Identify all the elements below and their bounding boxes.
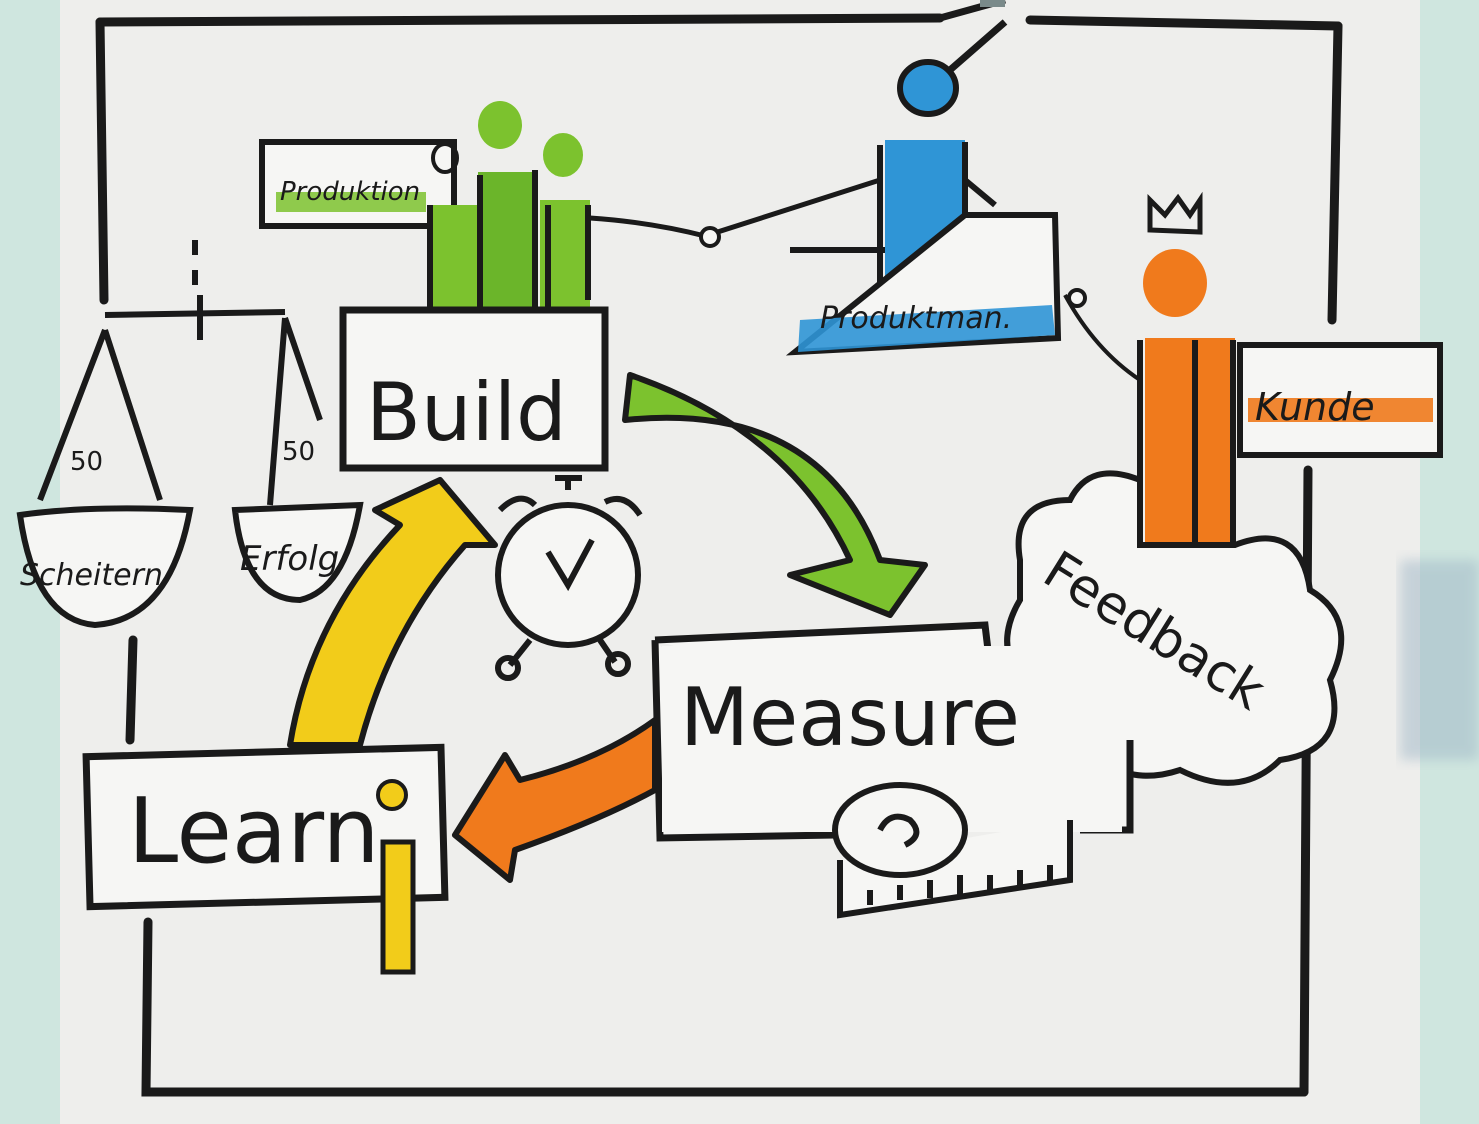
blue-light-glow	[1400, 560, 1479, 760]
left-pan-weight: 50	[70, 447, 103, 477]
measure-label: Measure	[680, 671, 1020, 764]
learn-to-build-arrow	[287, 477, 498, 748]
build-to-measure-arrow	[622, 372, 928, 618]
learn-box: Learn	[82, 743, 449, 911]
right-pan-weight: 50	[282, 437, 315, 467]
customer-icon	[1137, 191, 1236, 550]
build-label: Build	[366, 366, 567, 459]
scheitern-label: Scheitern	[20, 558, 163, 593]
tape-measure-icon	[832, 782, 1073, 919]
alarm-clock-icon	[495, 475, 643, 681]
magnifier-icon	[897, 19, 1008, 117]
kunde-box: Kunde	[1237, 342, 1443, 458]
produktman-box: Produktman.	[785, 212, 1062, 356]
production-team-icon	[427, 101, 591, 315]
kunde-label: Kunde	[1255, 385, 1375, 429]
erfolg-label: Erfolg	[240, 539, 339, 579]
produktman-label: Produktman.	[820, 301, 1012, 336]
learn-label: Learn	[128, 779, 380, 884]
produktion-label: Produktion	[280, 177, 420, 207]
connector-node-2	[1067, 288, 1087, 308]
balance-scale-icon	[16, 240, 364, 629]
connector-node	[699, 226, 721, 248]
produktion-box: Produktion	[259, 139, 457, 229]
measure-to-learn-arrow	[452, 717, 658, 883]
info-person-icon	[376, 779, 416, 975]
build-box: Build	[339, 306, 609, 472]
